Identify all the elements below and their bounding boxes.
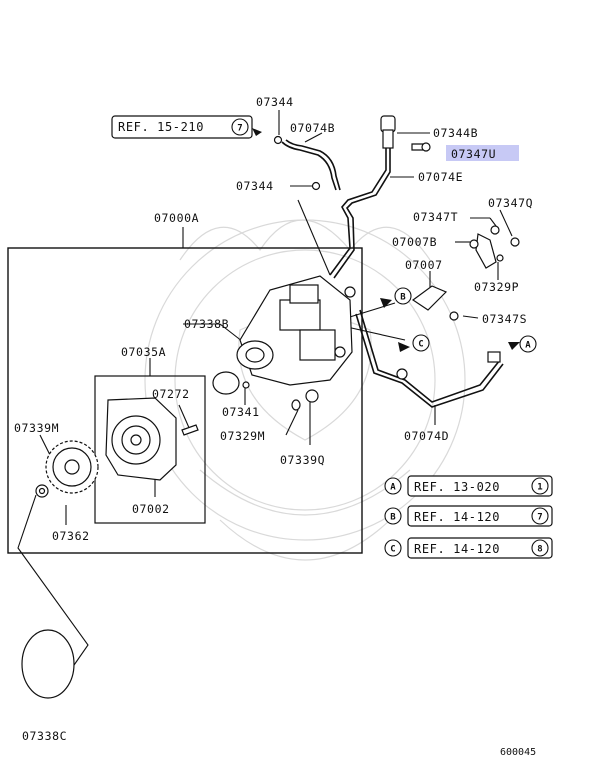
ref-b-letter: B <box>390 513 396 523</box>
ref-c-letter: C <box>390 545 395 555</box>
ref-b-text: REF. 14-120 <box>414 510 500 524</box>
label-07002[interactable]: 07002 <box>132 502 170 516</box>
ref-row-c[interactable]: C REF. 14-120 8 <box>384 537 553 559</box>
label-07007B[interactable]: 07007B <box>392 235 437 249</box>
ref-row-b[interactable]: B REF. 14-120 7 <box>384 505 553 527</box>
label-07329P[interactable]: 07329P <box>474 280 519 294</box>
label-07000A[interactable]: 07000A <box>154 211 199 225</box>
label-07272[interactable]: 07272 <box>152 387 190 401</box>
ref-a-text: REF. 13-020 <box>414 480 500 494</box>
fuel-pipes <box>281 139 504 408</box>
flow-arrows <box>252 128 520 352</box>
ref-box-top[interactable]: REF. 15-210 7 <box>111 115 253 139</box>
label-07344-mid[interactable]: 07344 <box>236 179 274 193</box>
label-07007[interactable]: 07007 <box>405 258 443 272</box>
ref-a-letter: A <box>390 483 396 493</box>
label-07074E[interactable]: 07074E <box>418 170 463 184</box>
label-07344-top[interactable]: 07344 <box>256 95 294 109</box>
flow-marker-a: A <box>525 341 531 351</box>
part-labels: 07344 07074B 07344 07344B 07347U 07074E … <box>14 95 533 743</box>
label-07347Q[interactable]: 07347Q <box>488 196 533 210</box>
ref-b-num: 7 <box>537 513 542 523</box>
flow-marker-b: B <box>400 293 406 303</box>
highlight-07347U <box>446 145 519 161</box>
label-07362[interactable]: 07362 <box>52 529 90 543</box>
diagram-code: 600045 <box>500 747 536 758</box>
label-07347S[interactable]: 07347S <box>482 312 527 326</box>
label-07338C[interactable]: 07338C <box>22 729 67 743</box>
label-07035A[interactable]: 07035A <box>121 345 166 359</box>
ref-c-num: 8 <box>537 545 542 555</box>
assembly-box <box>7 247 363 554</box>
ref-row-a[interactable]: A REF. 13-020 1 <box>384 475 553 497</box>
label-07074D[interactable]: 07074D <box>404 429 449 443</box>
ref-a-num: 1 <box>537 483 542 493</box>
ref-c-text: REF. 14-120 <box>414 542 500 556</box>
leader-lines <box>17 110 513 669</box>
watermark-emblem <box>144 219 466 561</box>
label-07329M[interactable]: 07329M <box>220 429 265 443</box>
label-07339Q[interactable]: 07339Q <box>280 453 325 467</box>
flow-markers: B C A <box>394 287 537 353</box>
label-07347U[interactable]: 07347U <box>451 147 496 161</box>
label-07347T[interactable]: 07347T <box>413 210 458 224</box>
ref-top-text: REF. 15-210 <box>118 120 204 134</box>
part-shapes <box>21 115 520 699</box>
label-07074B[interactable]: 07074B <box>290 121 335 135</box>
ref-top-num: 7 <box>237 124 242 134</box>
label-07338B[interactable]: 07338B <box>184 317 229 331</box>
label-07341[interactable]: 07341 <box>222 405 260 419</box>
flow-marker-c: C <box>418 340 423 350</box>
label-07339M[interactable]: 07339M <box>14 421 59 435</box>
label-07344B[interactable]: 07344B <box>433 126 478 140</box>
